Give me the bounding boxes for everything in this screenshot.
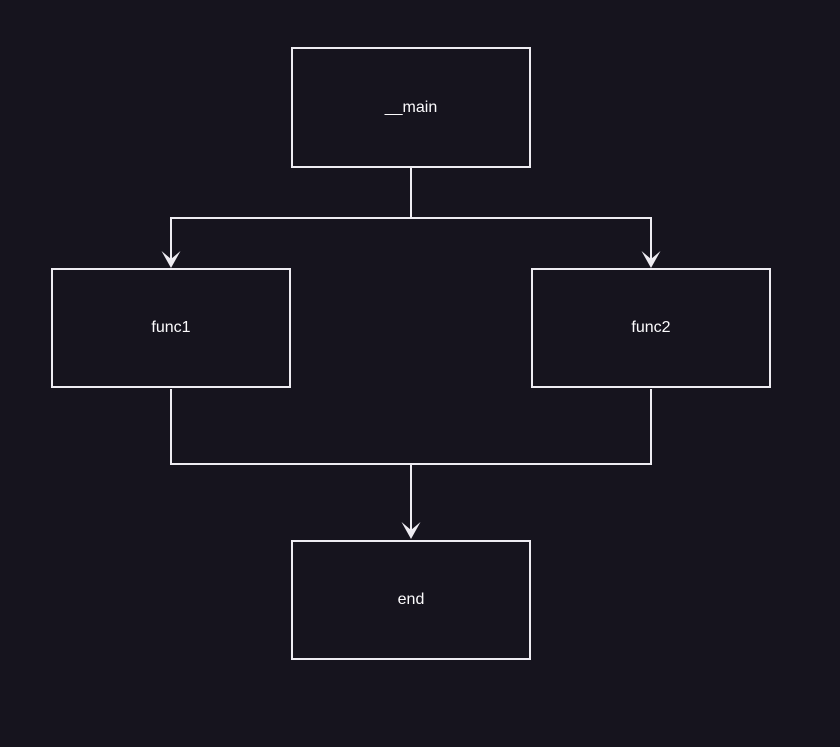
arrowhead-into-func2-icon [641,251,661,268]
node-func2: func2 [531,268,771,388]
node-func1-label: func1 [151,319,191,336]
arrowhead-into-end-icon [401,522,421,539]
edge-func2-end [410,389,652,465]
arrowhead-into-func1-icon [161,251,181,268]
edge-main-func1 [170,168,412,261]
node-end-label: end [397,591,425,608]
node-main-label: __main [384,98,438,116]
node-main: __main [291,47,531,168]
edge-main-func2 [411,217,652,261]
node-end: end [291,540,531,660]
node-func2-label: func2 [631,319,671,336]
edge-func1-end [170,389,412,465]
node-func1: func1 [51,268,291,388]
